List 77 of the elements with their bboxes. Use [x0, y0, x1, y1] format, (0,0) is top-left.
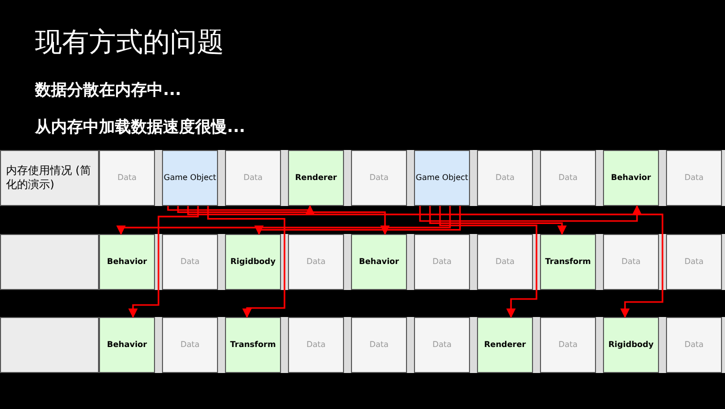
cell-text: Data	[558, 340, 578, 350]
arrow	[167, 205, 315, 215]
data-cell	[288, 317, 344, 373]
data-cell	[666, 234, 722, 290]
cell-text: Rigidbody	[230, 257, 276, 267]
game-object-cell	[414, 150, 470, 206]
cell-text: Behavior	[106, 340, 147, 350]
cell-text: Data	[117, 173, 137, 183]
data-cell	[477, 150, 533, 206]
game-object-cell	[162, 150, 218, 206]
component-cell	[603, 317, 659, 373]
arrow	[207, 206, 286, 318]
cell-text: Game Object	[416, 173, 468, 183]
data-cell	[414, 234, 470, 290]
arrow	[128, 206, 199, 318]
data-cell	[603, 234, 659, 290]
data-cell	[351, 317, 407, 373]
component-cell	[288, 150, 344, 206]
cell-text: Data	[684, 173, 704, 183]
component-cell	[99, 234, 155, 290]
data-cell	[414, 317, 470, 373]
component-cell	[477, 317, 533, 373]
bullet-text: 从内存中加载数据速度很慢...	[35, 117, 246, 138]
cell-text: Data	[369, 340, 389, 350]
bullet-text: 数据分散在内存中...	[35, 80, 182, 101]
cell-text: Data	[180, 257, 200, 267]
cell-text: Data	[306, 257, 326, 267]
slide-title: 现有方式的问题	[35, 26, 224, 60]
cell-text: Data	[684, 340, 704, 350]
component-cell	[225, 317, 281, 373]
cell-text: Data	[621, 257, 641, 267]
data-cell	[666, 317, 722, 373]
component-cell	[351, 234, 407, 290]
cell-text: Data	[495, 257, 515, 267]
arrow	[254, 206, 461, 235]
data-cell	[666, 150, 722, 206]
data-cell	[477, 234, 533, 290]
component-cell	[225, 234, 281, 290]
cell-text: Renderer	[295, 173, 337, 183]
arrow	[116, 206, 451, 235]
cell-text: Data	[432, 340, 452, 350]
cell-text: Data	[180, 340, 200, 350]
data-cell	[99, 150, 155, 206]
arrow	[429, 206, 567, 235]
data-cell	[162, 317, 218, 373]
component-cell	[99, 317, 155, 373]
arrow	[439, 206, 538, 318]
cell-text: Renderer	[484, 340, 526, 350]
cell-text: Behavior	[358, 257, 399, 267]
row-label-cell	[0, 150, 99, 206]
data-cell	[540, 150, 596, 206]
data-cell	[288, 234, 344, 290]
cell-text: Behavior	[106, 257, 147, 267]
cell-text: Transform	[545, 257, 591, 267]
cell-text: Data	[306, 340, 326, 350]
row-label-cell	[0, 234, 99, 290]
component-cell	[540, 234, 596, 290]
cell-text: Data	[243, 173, 263, 183]
cell-text: Data	[558, 173, 578, 183]
cell-text: Data	[432, 257, 452, 267]
row-label: 内存使用情况 (简化的演示)	[6, 164, 92, 192]
data-cell	[162, 234, 218, 290]
row-label-cell	[0, 317, 99, 373]
arrow	[419, 205, 642, 222]
cell-text: Data	[369, 173, 389, 183]
cell-text: Data	[684, 257, 704, 267]
cell-text: Transform	[230, 340, 276, 350]
data-cell	[540, 317, 596, 373]
cell-text: Data	[495, 173, 515, 183]
arrow	[187, 206, 664, 318]
cell-text: Game Object	[164, 173, 216, 183]
component-cell	[603, 150, 659, 206]
data-cell	[225, 150, 281, 206]
data-cell	[351, 150, 407, 206]
cell-text: Rigidbody	[608, 340, 654, 350]
cell-text: Behavior	[610, 173, 651, 183]
arrow	[177, 206, 390, 235]
